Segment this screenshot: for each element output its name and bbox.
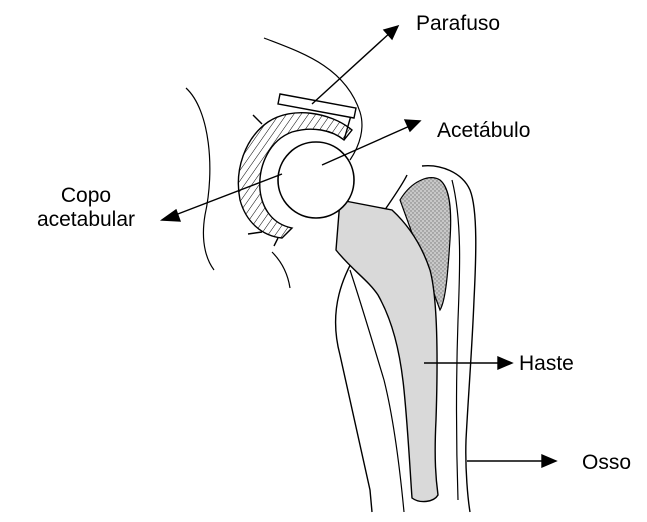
arrowhead-osso	[542, 455, 556, 467]
femur-inner-right	[452, 180, 460, 500]
arrowhead-acetabulo	[405, 120, 420, 131]
label-osso: Osso	[582, 451, 631, 475]
pelvis-left-outline	[186, 88, 214, 270]
arrowhead-copo	[162, 210, 180, 221]
label-acetabulo: Acetábulo	[437, 119, 530, 143]
label-copo-acetabular: Copo acetabular	[36, 184, 136, 232]
pelvis-lower-outline	[272, 252, 290, 288]
cup-spike-upper	[253, 115, 262, 124]
arrow-parafuso	[312, 31, 392, 104]
label-parafuso: Parafuso	[416, 12, 500, 36]
arrowhead-haste	[498, 357, 512, 369]
femoral-head	[278, 142, 354, 218]
label-haste: Haste	[519, 352, 574, 376]
